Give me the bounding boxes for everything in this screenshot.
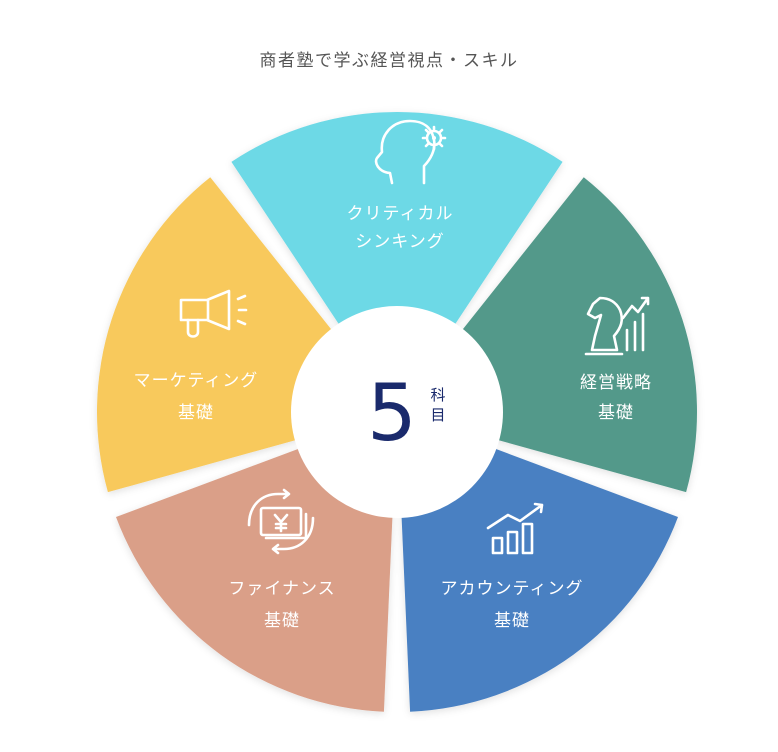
megaphone-icon	[179, 289, 248, 338]
head-gear-icon	[374, 119, 447, 185]
rising-bar-chart-icon	[486, 502, 544, 555]
chess-knight-chart-icon	[584, 296, 650, 356]
yen-cycle-icon	[247, 488, 315, 555]
segment-finance	[115, 447, 393, 712]
segment-strategy-label-2: 基礎	[598, 403, 634, 423]
course-unit-char-1: 科	[430, 386, 445, 404]
segment-strategy	[459, 177, 697, 493]
segment-critical-thinking	[231, 111, 563, 329]
page-title: 商者塾で学ぶ経営視点・スキル	[259, 51, 519, 71]
course-unit-char-2: 目	[430, 406, 445, 424]
segment-marketing-label-1: マーケティング	[134, 371, 259, 391]
segment-finance-label-2: 基礎	[264, 611, 300, 631]
center-circle	[291, 306, 503, 518]
segment-accounting-label-2: 基礎	[494, 611, 530, 631]
segment-strategy-label-1: 経営戦略	[580, 373, 652, 393]
segment-marketing-label-2: 基礎	[178, 403, 214, 423]
segment-critical-thinking-label-1: クリティカル	[347, 204, 454, 224]
segment-accounting	[401, 447, 679, 712]
segment-finance-label-1: ファイナンス	[228, 579, 335, 599]
course-count: 5	[367, 369, 417, 459]
segment-marketing	[97, 177, 335, 493]
segment-critical-thinking-label-2: シンキング	[355, 232, 445, 252]
segment-accounting-label-1: アカウンティング	[441, 579, 584, 599]
